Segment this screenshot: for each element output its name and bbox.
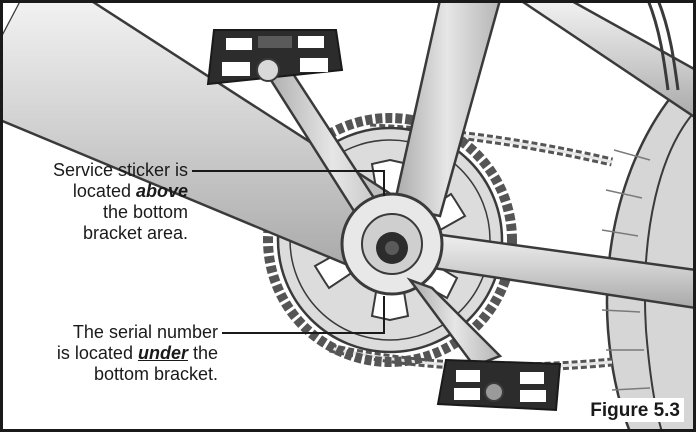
sticker-callout-emphasis: above — [135, 181, 188, 201]
upper-pedal — [206, 29, 344, 86]
sticker-callout-line-4: bracket area. — [82, 223, 188, 243]
sticker-callout-line-2-pre: located — [72, 181, 136, 201]
lower-pedal — [436, 358, 562, 412]
sticker-callout-line-3: the bottom — [102, 202, 188, 222]
lower-crank-arm — [406, 277, 503, 368]
serial-callout-line-2-pre: is located — [56, 343, 138, 363]
serial-callout-line-1: The serial number — [72, 322, 218, 342]
sticker-callout: Service sticker is located above the bot… — [20, 160, 188, 244]
sticker-callout-line-1: Service sticker is — [52, 160, 188, 180]
seat-stays — [517, 0, 696, 120]
serial-leader-line — [222, 296, 385, 334]
figure-label: Figure 5.3 — [580, 398, 684, 422]
serial-callout-line-2: is located under the — [10, 343, 218, 364]
serial-callout-emphasis: under — [137, 343, 188, 363]
bottom-bracket — [340, 192, 444, 296]
serial-callout-line-3: bottom bracket. — [93, 364, 218, 384]
serial-callout: The serial number is located under the b… — [10, 322, 218, 385]
rear-tire — [599, 68, 696, 432]
sticker-callout-line-2: located above — [20, 181, 188, 202]
serial-callout-line-2-post: the — [187, 343, 218, 363]
seat-tube — [392, 0, 502, 218]
sticker-leader-line — [192, 170, 385, 196]
